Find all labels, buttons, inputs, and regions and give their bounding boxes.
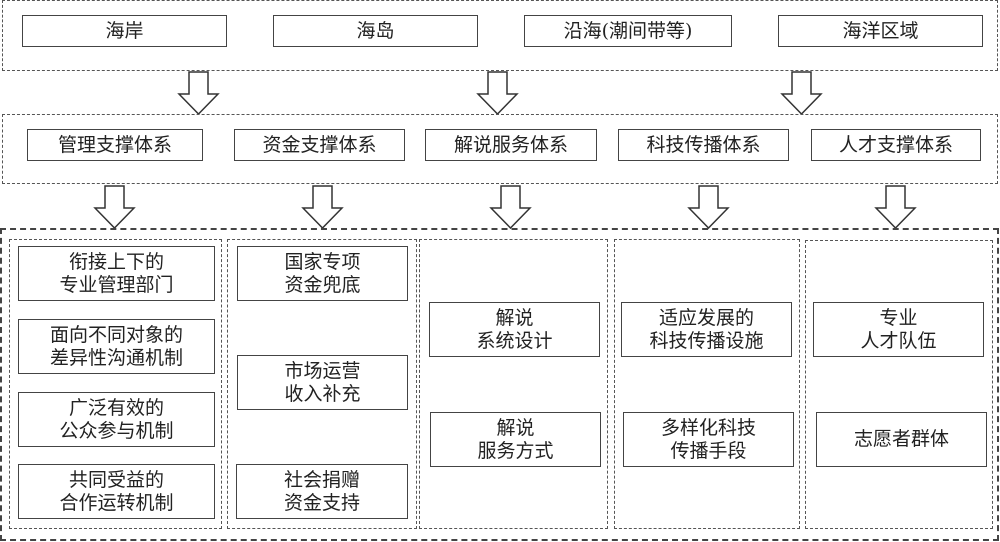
- down-arrow-icon: [489, 185, 533, 229]
- component-line2: 合作运转机制: [59, 491, 174, 514]
- system-label: 人才支撑体系: [838, 133, 953, 156]
- region-box-coastal-intertidal: 沿海(潮间带等): [524, 15, 732, 47]
- region-box-ocean-area: 海洋区域: [778, 15, 983, 47]
- system-label: 资金支撑体系: [262, 133, 377, 156]
- component-line2: 专业管理部门: [59, 273, 174, 296]
- system-label: 科技传播体系: [646, 133, 761, 156]
- component-box: 志愿者群体: [816, 412, 987, 467]
- component-line1: 面向不同对象的: [49, 323, 183, 346]
- component-line1: 多样化科技: [660, 416, 756, 439]
- component-line1: 国家专项: [284, 250, 361, 273]
- down-arrow-icon: [177, 71, 221, 115]
- component-box: 国家专项资金兜底: [237, 246, 408, 301]
- component-box: 共同受益的合作运转机制: [18, 464, 215, 519]
- column-interpretation: [419, 239, 608, 529]
- component-box: 多样化科技传播手段: [623, 412, 794, 467]
- system-box-funding: 资金支撑体系: [234, 129, 405, 161]
- component-box: 适应发展的科技传播设施: [621, 302, 792, 357]
- component-box: 专业人才队伍: [813, 302, 984, 357]
- component-line2: 系统设计: [476, 329, 553, 352]
- component-line1: 专业: [879, 306, 918, 329]
- down-arrow-icon: [687, 185, 731, 229]
- system-label: 解说服务体系: [453, 133, 568, 156]
- component-line2: 收入补充: [284, 382, 361, 405]
- column-talent: [805, 240, 993, 529]
- component-line1: 解说: [495, 306, 534, 329]
- down-arrow-icon: [93, 185, 137, 229]
- component-line2: 公众参与机制: [59, 419, 174, 442]
- region-label: 海洋区域: [842, 19, 919, 42]
- component-line2: 服务方式: [477, 439, 554, 462]
- column-management: [9, 239, 222, 529]
- component-box: 解说系统设计: [429, 302, 600, 357]
- component-line1: 市场运营: [284, 359, 361, 382]
- system-box-interpretation: 解说服务体系: [425, 129, 597, 161]
- region-label: 海岸: [105, 19, 144, 42]
- component-line2: 人才队伍: [860, 329, 937, 352]
- down-arrow-icon: [301, 185, 345, 229]
- system-box-science-communication: 科技传播体系: [618, 129, 789, 161]
- regions-container: [2, 0, 998, 71]
- component-line1: 衔接上下的: [68, 250, 164, 273]
- component-line1: 适应发展的: [658, 306, 754, 329]
- component-box: 衔接上下的专业管理部门: [18, 246, 215, 301]
- systems-container: [2, 114, 998, 184]
- component-box: 社会捐赠资金支持: [236, 464, 408, 519]
- down-arrow-icon: [476, 71, 520, 115]
- region-label: 海岛: [356, 19, 395, 42]
- component-box: 面向不同对象的差异性沟通机制: [18, 319, 215, 374]
- region-label: 沿海(潮间带等): [563, 19, 693, 42]
- components-container: [0, 228, 999, 541]
- component-line1: 志愿者群体: [853, 428, 949, 450]
- component-line2: 传播手段: [670, 439, 747, 462]
- component-box: 广泛有效的公众参与机制: [18, 392, 215, 447]
- component-line1: 解说: [496, 416, 535, 439]
- system-box-management: 管理支撑体系: [27, 129, 203, 161]
- component-line2: 差异性沟通机制: [49, 346, 183, 369]
- column-science-communication: [614, 239, 800, 529]
- component-line1: 共同受益的: [68, 468, 164, 491]
- down-arrow-icon: [874, 185, 918, 229]
- component-line2: 资金兜底: [284, 273, 361, 296]
- column-funding: [227, 239, 417, 529]
- region-box-island: 海岛: [273, 15, 478, 47]
- system-box-talent: 人才支撑体系: [811, 129, 981, 161]
- system-label: 管理支撑体系: [57, 133, 172, 156]
- down-arrow-icon: [780, 71, 824, 115]
- component-line2: 资金支持: [283, 491, 360, 514]
- component-line2: 科技传播设施: [649, 329, 764, 352]
- component-line1: 广泛有效的: [68, 396, 164, 419]
- region-box-coast: 海岸: [22, 15, 227, 47]
- component-line1: 社会捐赠: [283, 468, 360, 491]
- component-box: 市场运营收入补充: [237, 355, 408, 410]
- component-box: 解说服务方式: [430, 412, 601, 467]
